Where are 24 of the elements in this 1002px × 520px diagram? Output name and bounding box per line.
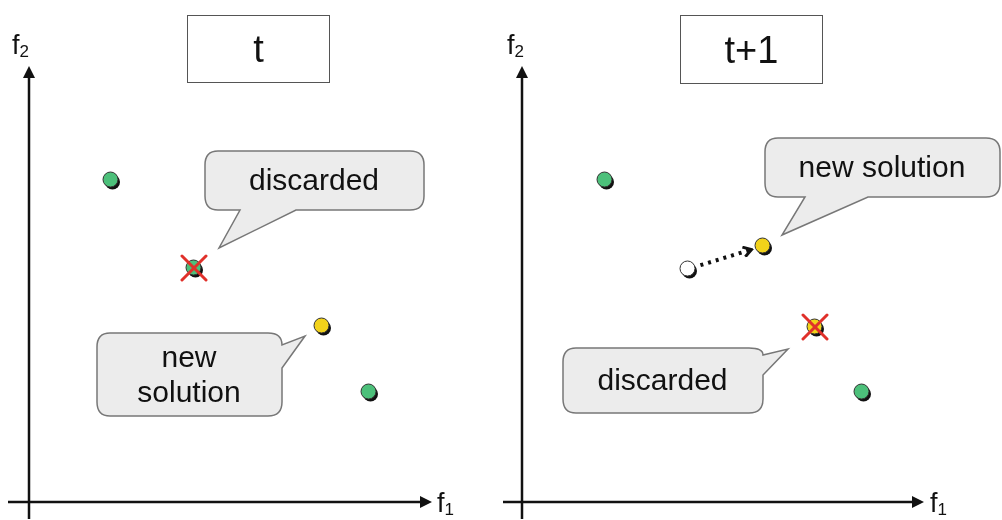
crossed-out-point — [180, 254, 208, 282]
time-step-box: t+1 — [680, 15, 823, 84]
axis-label: f$_{1}$ — [930, 490, 947, 518]
solution-point — [358, 381, 380, 403]
callout-text: new solution — [797, 149, 967, 185]
speech-bubble — [562, 347, 790, 415]
speech-bubble — [204, 150, 426, 250]
callout-text: discarded — [247, 162, 381, 198]
solution-point — [311, 315, 333, 337]
solution-point — [594, 169, 616, 191]
speech-bubble — [96, 332, 308, 418]
solution-point — [677, 258, 699, 280]
speech-bubble — [764, 137, 1002, 237]
time-step-box: t — [187, 15, 330, 83]
axis-label: f$_{2}$ — [507, 32, 524, 60]
callout-text: new solution — [136, 339, 242, 409]
crossed-out-point — [801, 313, 829, 341]
axis-label: f$_{1}$ — [437, 490, 454, 518]
solution-point — [752, 235, 774, 257]
dotted-arrow — [699, 245, 754, 268]
solution-point — [100, 169, 122, 191]
callout-text: discarded — [596, 362, 729, 398]
axis-label: f$_{2}$ — [12, 32, 29, 60]
solution-point — [851, 381, 873, 403]
